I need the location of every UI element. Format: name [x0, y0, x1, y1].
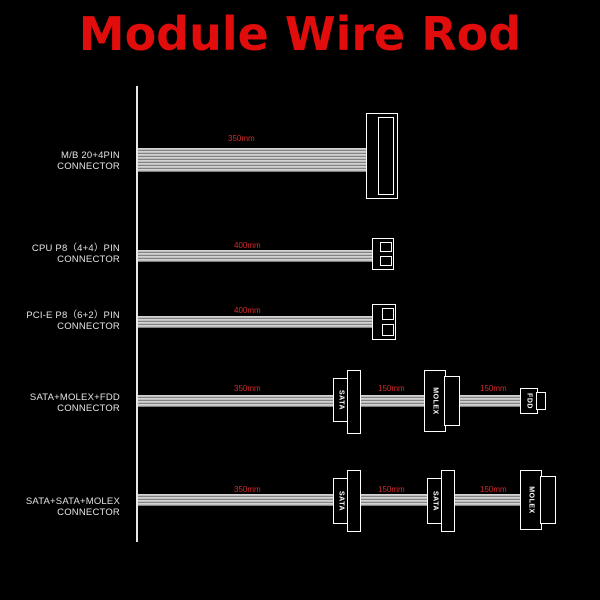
psu-edge-line — [136, 86, 138, 542]
row-smf-label-line1: SATA+MOLEX+FDD — [29, 392, 120, 403]
row-cpu-length: 400mm — [234, 241, 261, 250]
row-pcie-label: PCI-E P8（6+2）PIN CONNECTOR — [0, 310, 120, 332]
fdd-connector-label: FDD — [525, 393, 533, 409]
row-pcie-cable — [138, 316, 372, 328]
pcie-6pin-block — [382, 308, 394, 320]
sata-connector-3-label: SATA — [431, 490, 439, 512]
fdd-connector-plug — [536, 392, 546, 410]
atx-24pin-latch — [378, 117, 394, 195]
sata-connector-1-label: SATA — [337, 389, 345, 411]
sata-connector-2-plug — [347, 470, 361, 532]
molex-connector-2-plug — [540, 476, 556, 524]
molex-connector-label: MOLEX — [431, 387, 439, 415]
cpu-8pin-clip-bottom — [380, 256, 392, 266]
row-smf-length-1: 350mm — [234, 384, 261, 393]
row-cpu-label-line2: CONNECTOR — [57, 254, 120, 265]
row-cpu-cable — [138, 250, 372, 262]
molex-connector-plug — [444, 376, 460, 426]
row-smf-length-3: 150mm — [480, 384, 507, 393]
row-mb-label: M/B 20+4PIN CONNECTOR — [0, 150, 120, 172]
molex-connector-2-body: MOLEX — [520, 470, 542, 530]
molex-connector-2-label: MOLEX — [527, 486, 535, 514]
row-pcie-label-line1: PCI-E P8（6+2）PIN — [26, 310, 120, 321]
row-cpu-label: CPU P8（4+4）PIN CONNECTOR — [0, 243, 120, 265]
row-pcie-label-line2: CONNECTOR — [57, 321, 120, 332]
row-mb-label-line1: M/B 20+4PIN — [61, 150, 120, 161]
sata-connector-3-plug — [441, 470, 455, 532]
row-smf-label: SATA+MOLEX+FDD CONNECTOR — [0, 392, 120, 414]
cpu-8pin-clip-top — [380, 242, 392, 252]
row-ssm-label-line2: CONNECTOR — [57, 507, 120, 518]
page-title: Module Wire Rod — [78, 7, 522, 61]
row-ssm-label-line1: SATA+SATA+MOLEX — [25, 496, 120, 507]
row-mb-length: 350mm — [228, 134, 255, 143]
sata-connector-1-plug — [347, 370, 361, 434]
sata-connector-2-label: SATA — [337, 490, 345, 512]
row-ssm-cable — [138, 494, 522, 506]
pcie-2pin-block — [382, 324, 394, 336]
row-ssm-length-3: 150mm — [480, 485, 507, 494]
row-smf-length-2: 150mm — [378, 384, 405, 393]
row-smf-cable — [138, 395, 522, 407]
row-cpu-label-line1: CPU P8（4+4）PIN — [31, 243, 120, 254]
row-mb-label-line2: CONNECTOR — [57, 161, 120, 172]
row-pcie-length: 400mm — [234, 306, 261, 315]
molex-connector-body: MOLEX — [424, 370, 446, 432]
row-smf-label-line2: CONNECTOR — [57, 403, 120, 414]
row-ssm-label: SATA+SATA+MOLEX CONNECTOR — [0, 496, 120, 518]
row-ssm-length-1: 350mm — [234, 485, 261, 494]
row-mb-cable — [138, 148, 366, 172]
row-ssm-length-2: 150mm — [378, 485, 405, 494]
